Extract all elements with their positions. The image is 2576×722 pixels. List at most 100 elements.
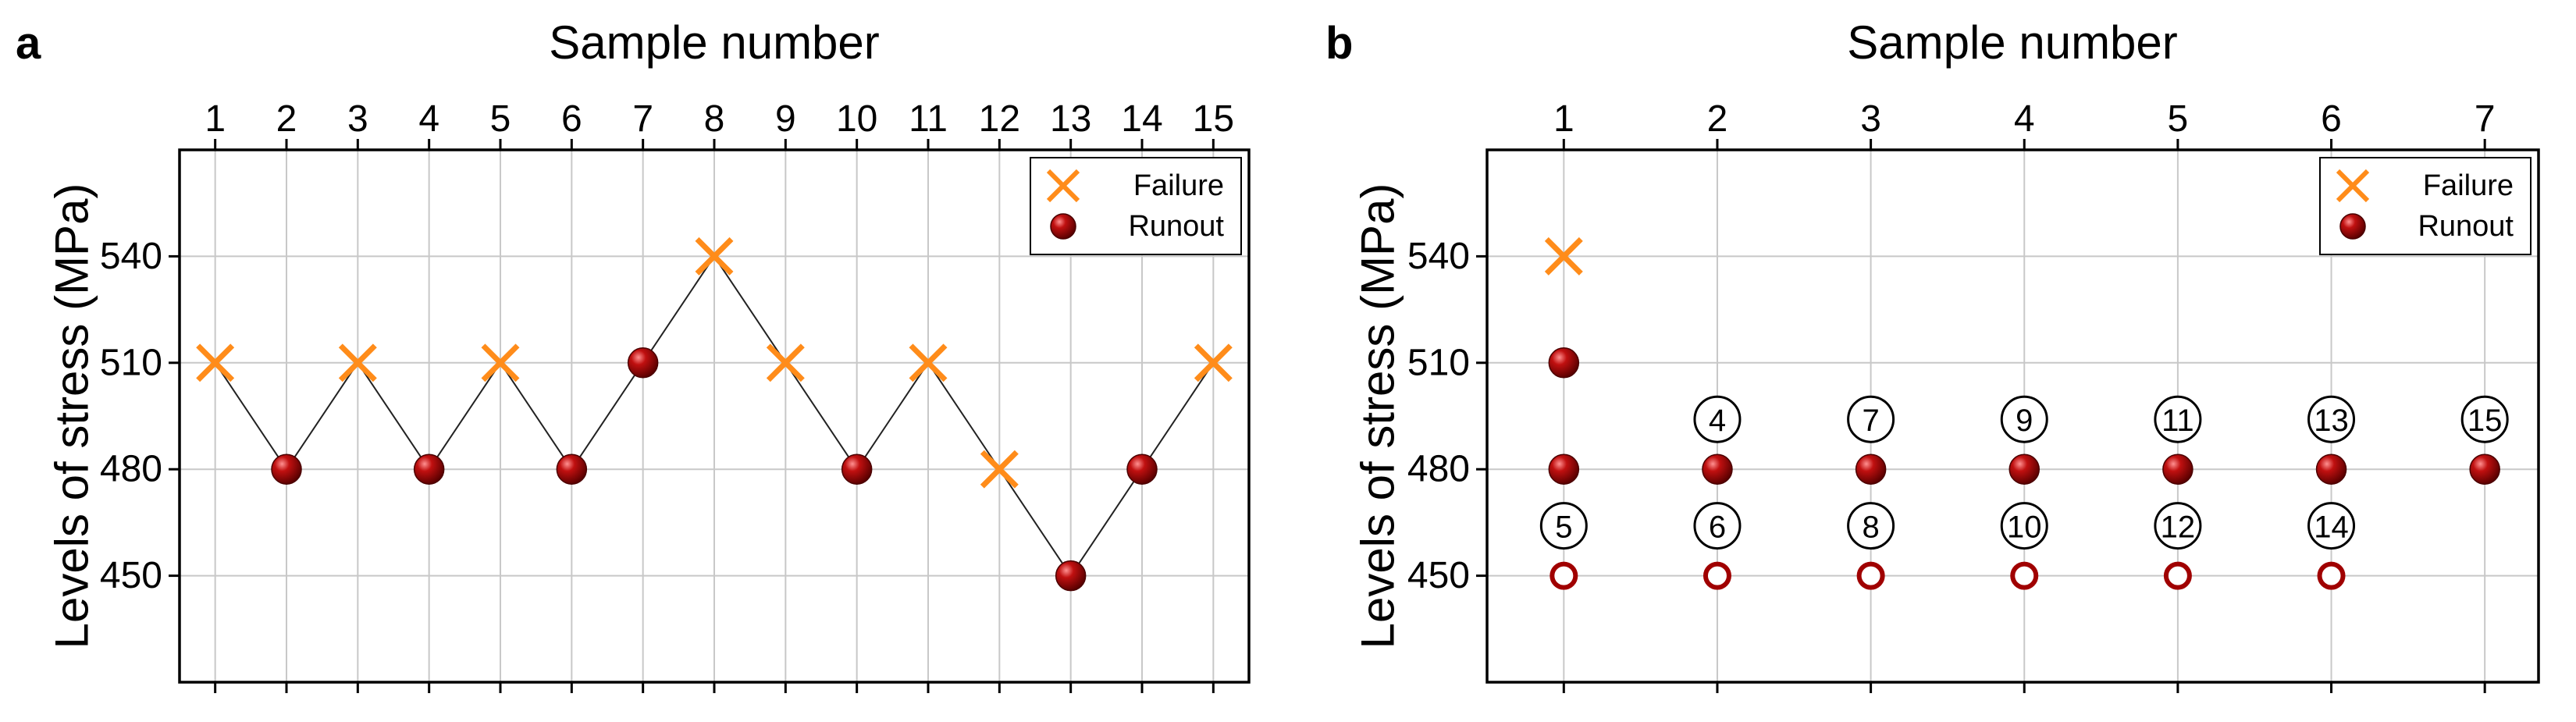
- panel-b-annotation-6-450: 14: [2307, 502, 2356, 550]
- panel-a-point-failure-8-540-stroke-2: [695, 237, 734, 276]
- panel-a-point-failure-3-510-stroke-2: [338, 343, 377, 382]
- panel-b-point-runout-5-480: [2162, 453, 2194, 485]
- panel-a-letter: a: [16, 18, 41, 69]
- panel-b-annotation-4-450-ring: [2000, 502, 2048, 550]
- panel-b-point-runout-1-510: [1548, 347, 1580, 379]
- panel-b-annotation-2-480-label: 4: [1709, 404, 1726, 438]
- panel-b-legend-label-runout: Runout: [2418, 210, 2514, 243]
- panel-b-point-failure-1-540: [1544, 237, 1583, 276]
- panel-a-y-tick-label-480: 480: [100, 449, 162, 490]
- panel-b-point-failure-1-540-stroke-2: [1544, 237, 1583, 276]
- panel-a-grid: [180, 150, 1249, 682]
- panel-a-x-tick-label-9: 9: [775, 98, 796, 140]
- panel-a-x-tick-label-14: 14: [1121, 98, 1162, 140]
- panel-b-annotation-4-480-ring: [2000, 395, 2048, 443]
- panel-a-point-failure-8-540: [695, 237, 734, 276]
- panel-b-point-open-1-450: [1550, 561, 1578, 590]
- panel-b-x-tick-label-6: 6: [2321, 98, 2342, 140]
- panel-b-annotation-7-480-ring: [2460, 395, 2509, 443]
- panel-b-annotation-1-450-label: 5: [1555, 510, 1572, 545]
- panel-a-x-tick-label-15: 15: [1193, 98, 1234, 140]
- panel-b-annotation-6-450-ring: [2307, 502, 2356, 550]
- panel-a-point-failure-3-510: [338, 343, 377, 382]
- panel-b-x-tick-label-5: 5: [2168, 98, 2189, 140]
- panel-b-annotation-4-450: 10: [2000, 502, 2048, 550]
- panel-b-annotation-6-480-label: 13: [2314, 404, 2349, 438]
- panel-a-point-runout-14-480: [1126, 453, 1158, 485]
- panel-a-point-failure-11-510-stroke-2: [909, 343, 948, 382]
- panel-a-x-tick-label-5: 5: [490, 98, 511, 140]
- panel-a-x-tick-label-6: 6: [561, 98, 582, 140]
- panel-a-legend-item-runout: Runout: [1050, 210, 1224, 243]
- panel-b-annotation-2-450: 6: [1693, 502, 1742, 550]
- panel-a-point-failure-15-510-stroke-2: [1194, 343, 1233, 382]
- panel-b-x-tick-label-7: 7: [2475, 98, 2496, 140]
- panel-b-annotation-7-480: 15: [2460, 395, 2509, 443]
- panel-b-annotation-5-480-label: 11: [2161, 404, 2194, 438]
- panel-a-point-runout-7-510: [627, 347, 659, 379]
- panel-b-annotations: 4 7 9 11 13 15 5 6 8 10 12 14: [1539, 395, 2509, 550]
- panel-a-point-failure-11-510: [909, 343, 948, 382]
- panel-b-x-axis-title: Sample number: [1847, 16, 2178, 69]
- panel-a-x-tick-label-13: 13: [1050, 98, 1091, 140]
- panel-b-x-tick-label-3: 3: [1860, 98, 1881, 140]
- panel-b-point-runout-3-480: [1855, 453, 1887, 485]
- panel-b-annotation-6-480-ring: [2307, 395, 2356, 443]
- panel-a-point-failure-9-510-stroke-2: [766, 343, 805, 382]
- panel-b-y-tick-label-540: 540: [1407, 236, 1470, 277]
- panel-b-legend-item-runout: Runout: [2339, 210, 2514, 243]
- panel-b-letter: b: [1325, 18, 1353, 69]
- panel-b-annotation-3-450-label: 8: [1862, 510, 1879, 545]
- panel-b-legend-runout-icon: [2339, 213, 2366, 240]
- panel-b-annotation-4-480: 9: [2000, 395, 2048, 443]
- panel-b-point-open-6-450: [2317, 561, 2346, 590]
- panel-b-legend-failure-icon-2: [2336, 169, 2370, 203]
- panel-b-annotation-1-450: 5: [1539, 502, 1588, 550]
- panel-a-x-axis-title: Sample number: [549, 16, 880, 69]
- panel-b-legend-label-failure: Failure: [2423, 169, 2514, 202]
- panel-b-annotation-5-450-label: 12: [2161, 510, 2196, 545]
- panel-b-annotation-3-480: 7: [1847, 395, 1895, 443]
- panel-b-point-runout-7-480: [2469, 453, 2500, 485]
- panel-b-y-tick-label-510: 510: [1407, 342, 1470, 383]
- panel-b-annotation-6-480: 13: [2307, 395, 2356, 443]
- panel-b-annotation-3-450: 8: [1847, 502, 1895, 550]
- panel-a-legend-item-failure: Failure: [1046, 169, 1224, 203]
- panel-b-annotation-3-480-label: 7: [1862, 404, 1879, 438]
- panel-a-legend-label-runout: Runout: [1128, 210, 1224, 243]
- panel-a-x-tick-label-2: 2: [276, 98, 297, 140]
- panel-a-x-tick-label-12: 12: [979, 98, 1020, 140]
- panel-a-y-tick-label-450: 450: [100, 555, 162, 596]
- panel-b-annotation-2-480: 4: [1693, 395, 1742, 443]
- panel-b-y-tick-label-480: 480: [1407, 449, 1470, 490]
- panel-b-annotation-5-450-ring: [2154, 502, 2202, 550]
- panel-b-annotation-5-450: 12: [2154, 502, 2202, 550]
- panel-b-annotation-2-450-label: 6: [1709, 510, 1726, 545]
- panel-a-legend-label-failure: Failure: [1133, 169, 1224, 202]
- panel-b-point-open-4-450: [2010, 561, 2039, 590]
- panel-b-point-runout-2-480: [1702, 453, 1733, 485]
- panel-a-point-runout-10-480: [841, 453, 873, 485]
- panel-b-point-open-2-450: [1703, 561, 1731, 590]
- panel-a-point-runout-2-480: [271, 453, 302, 485]
- panel-a-y-tick-label-510: 510: [100, 342, 162, 383]
- panel-b-markers: [1544, 237, 2500, 590]
- panel-a-point-failure-15-510: [1194, 343, 1233, 382]
- panel-b-annotation-5-480: 11: [2154, 395, 2202, 443]
- panel-b-point-open-5-450: [2163, 561, 2192, 590]
- panel-a-legend-failure-icon-2: [1046, 169, 1080, 203]
- panel-b-annotation-1-450-ring: [1539, 502, 1588, 550]
- panel-b-x-tick-label-2: 2: [1707, 98, 1728, 140]
- panel-a-x-tick-label-11: 11: [909, 98, 948, 140]
- panel-a-point-failure-5-510-stroke-2: [481, 343, 520, 382]
- panel-a-markers: [196, 237, 1233, 592]
- panel-a-point-runout-4-480: [413, 453, 445, 485]
- panel-b-annotation-6-450-label: 14: [2314, 510, 2349, 545]
